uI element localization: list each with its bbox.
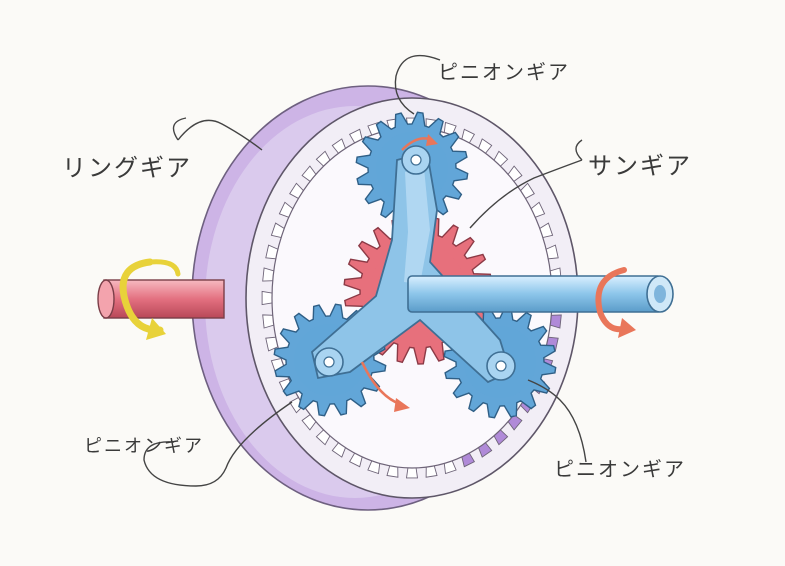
pinion-gear-top-label: ピニオンギア xyxy=(438,60,570,84)
planet-carrier xyxy=(311,145,516,384)
curved-arrow-icon xyxy=(119,258,181,340)
output-shaft xyxy=(407,275,674,313)
leader-lines xyxy=(143,54,587,487)
ring-gear-label: リングギア xyxy=(62,154,192,182)
sun-gear-label: サンギア xyxy=(588,152,692,180)
curved-arrow-icon xyxy=(595,267,636,338)
pinion-gear-left-label: ピニオンギア xyxy=(84,436,204,457)
pinion-gear-right-label: ピニオンギア xyxy=(554,457,686,481)
curved-arrow-icon xyxy=(360,134,438,412)
input-shaft xyxy=(97,279,225,319)
